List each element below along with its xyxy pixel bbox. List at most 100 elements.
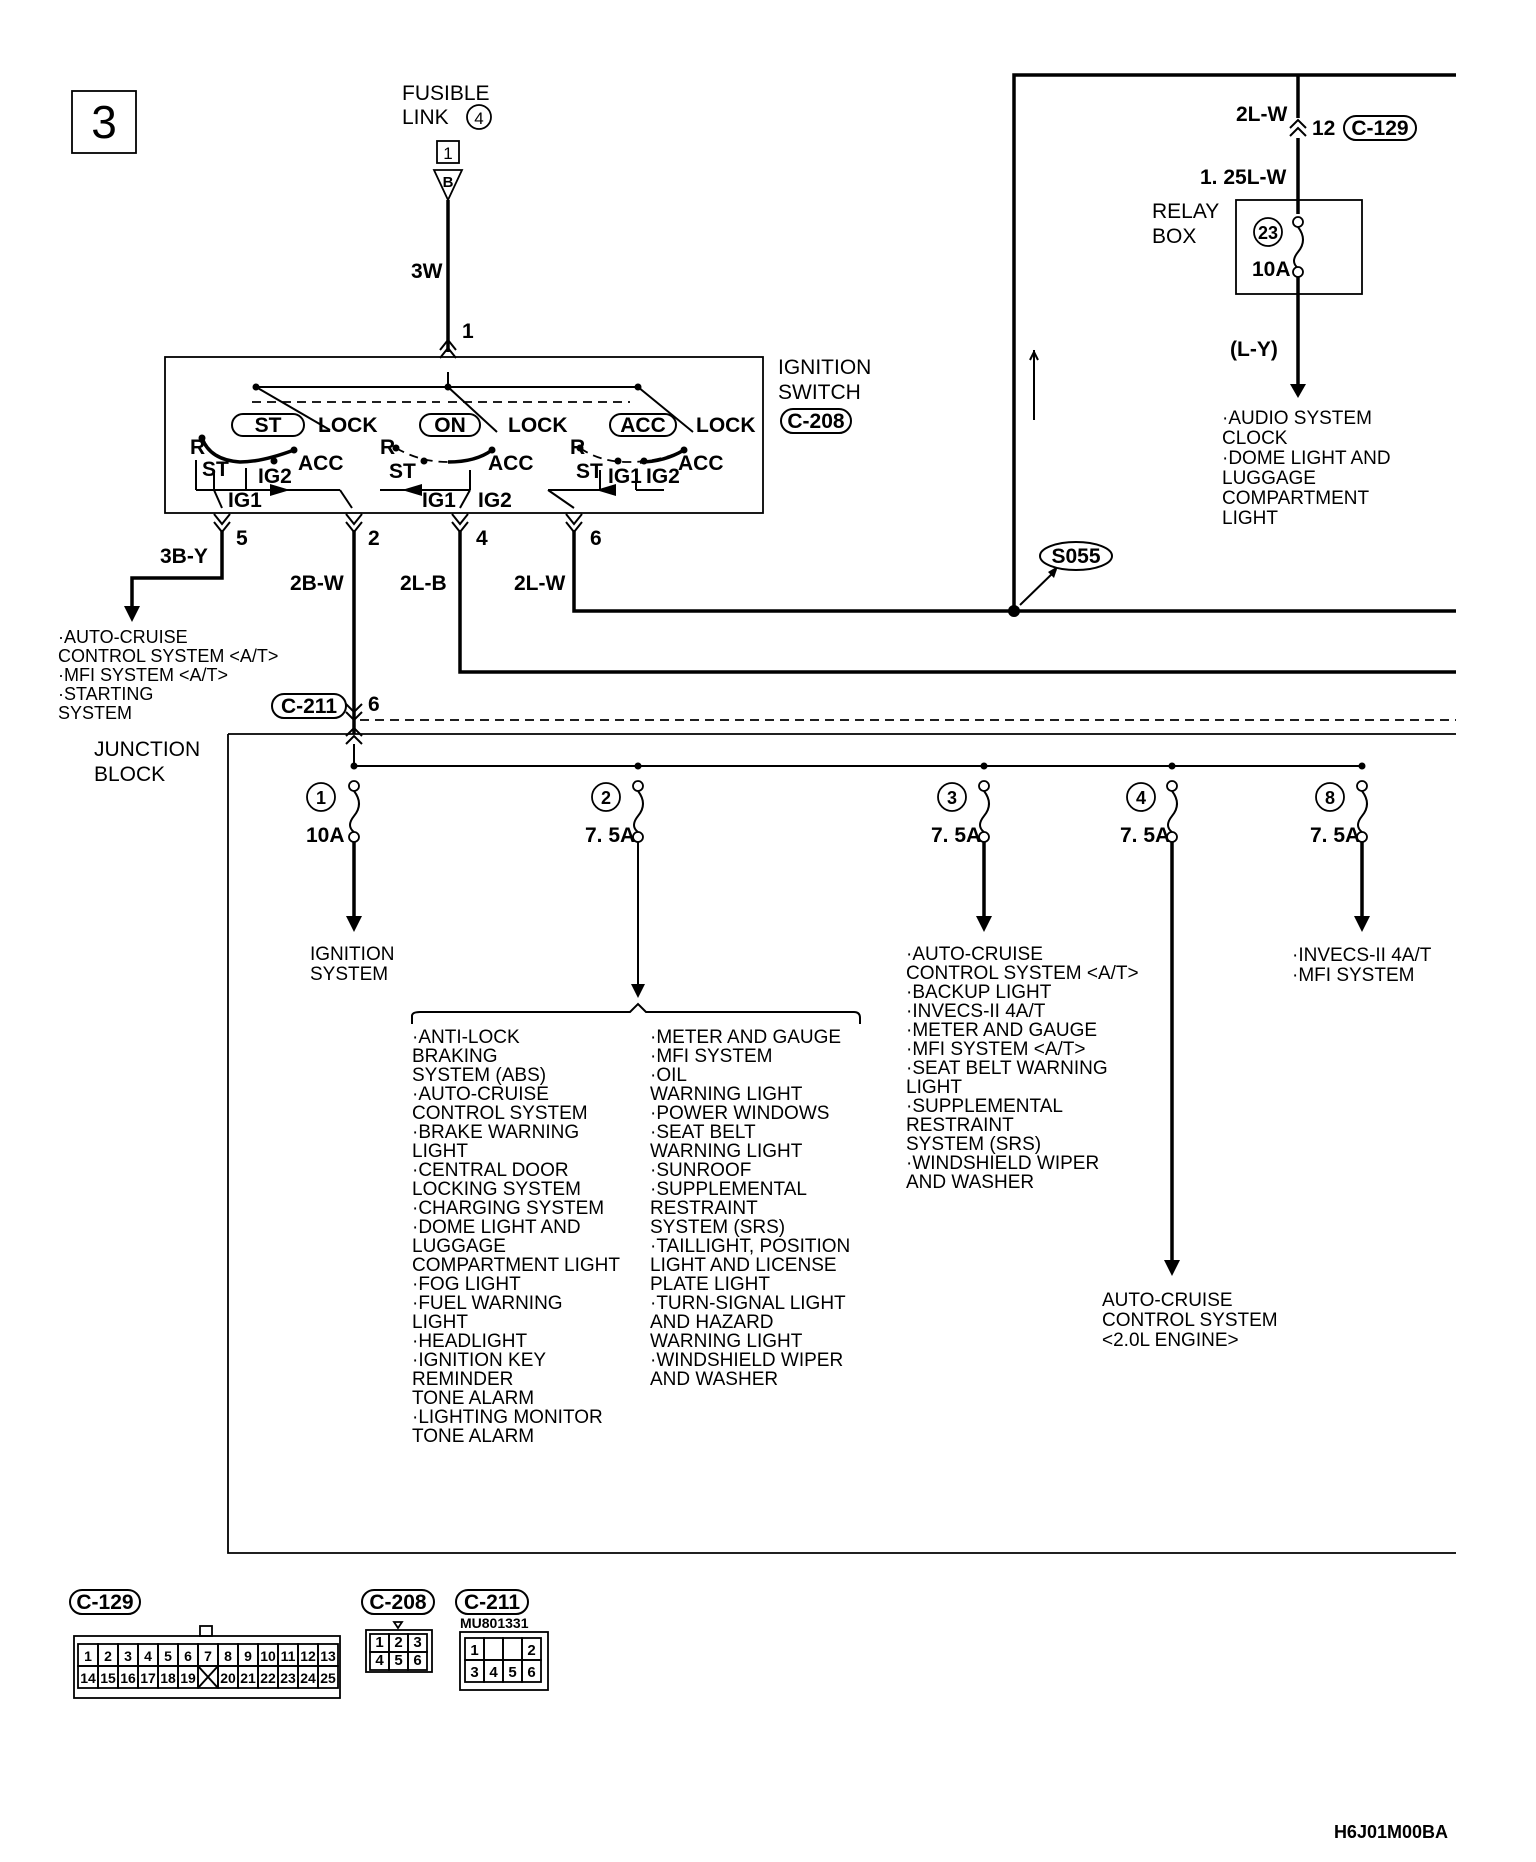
fuse-2-right-load: ·POWER WINDOWS (650, 1103, 829, 1124)
c129-pin-number: 19 (180, 1670, 196, 1686)
fuse-2-left-load: REMINDER (412, 1369, 513, 1390)
fuse-2-right-load: ·TAILLIGHT, POSITION (650, 1236, 850, 1257)
c211-cavity (521, 1659, 542, 1683)
c129-pin-number: 1 (84, 1648, 92, 1664)
fuse-4-loads: AUTO-CRUISE CONTROL SYSTEM <2.0L ENGINE> (1102, 1290, 1278, 1351)
wire-3b-y-label: 3B-Y (160, 545, 208, 568)
ignition-pin-6: 6 (590, 527, 602, 550)
c211-pin-number: 6 (527, 1664, 535, 1681)
fuse-2-right-load: ·MFI SYSTEM (650, 1046, 772, 1067)
fuse-2-right-load: LIGHT AND LICENSE (650, 1255, 837, 1276)
fuse-3-number: 3 (947, 788, 957, 808)
c208-pin-number: 2 (394, 1634, 402, 1651)
c129-pin-number: 12 (300, 1648, 316, 1664)
relay-connector: C-129 (1351, 117, 1408, 140)
fuse-2-left-load: LOCKING SYSTEM (412, 1179, 581, 1200)
fuse-2-right-load: ·SEAT BELT (650, 1122, 756, 1143)
section-number: 3 (91, 96, 117, 148)
fuse-8-loads: ·INVECS-II 4A/T ·MFI SYSTEM (1292, 945, 1432, 986)
wire-3b-y (130, 530, 224, 612)
position-lock-3: LOCK (696, 414, 756, 437)
c129-pin-number: 14 (80, 1670, 96, 1686)
fuse-3-load: SYSTEM (SRS) (906, 1134, 1041, 1155)
fuse-2-right-load: PLATE LIGHT (650, 1274, 770, 1295)
fuse-2-left-load: TONE ALARM (412, 1388, 534, 1409)
fuse-2-left-load: ·IGNITION KEY (412, 1350, 546, 1371)
contact-st-1: ST (202, 458, 229, 481)
fuse-3-load: ·SUPPLEMENTAL (906, 1096, 1063, 1117)
wire-3w-label: 3W (411, 260, 443, 283)
fuse-8-number: 8 (1325, 788, 1335, 808)
wire-125l-w-label: 1. 25L-W (1200, 166, 1287, 189)
position-acc: ACC (620, 414, 666, 437)
c208-pin-number: 4 (375, 1652, 384, 1669)
contact-acc-1: ACC (298, 452, 344, 475)
c129-pin-number: 5 (164, 1648, 172, 1664)
wire-2l-w-top-label: 2L-W (1236, 103, 1288, 126)
ignition-switch-connector: C-208 (787, 410, 845, 433)
c208-pin-number: 1 (375, 1634, 383, 1651)
fuse-2-left-load: ·LIGHTING MONITOR (412, 1407, 603, 1428)
junction-pin: 6 (368, 693, 380, 716)
connector-c208-label: C-208 (369, 1591, 427, 1614)
fuse-2-left-load: LUGGAGE (412, 1236, 506, 1257)
ignition-switch-title-2: SWITCH (778, 381, 861, 404)
fuse-2-left-load: COMPARTMENT LIGHT (412, 1255, 620, 1276)
contact-ig1-1: IG1 (228, 489, 262, 512)
junction-fuses: 1 10A 2 7. 5A 3 7. 5A 4 7. 5A (306, 762, 1370, 1276)
fuse-2-right-load: AND WASHER (650, 1369, 778, 1390)
c129-pin-number: 4 (144, 1648, 152, 1664)
fuse-2-left-load: ·ANTI-LOCK (412, 1027, 520, 1048)
fuse-1-number: 1 (316, 788, 326, 808)
c211-pin-number: 4 (489, 1664, 498, 1681)
wire-2l-w-label: 2L-W (514, 572, 566, 595)
relay-fuse-rating: 10A (1252, 258, 1291, 281)
splice-s055: S055 (1008, 541, 1113, 617)
figure-code: H6J01M00BA (1334, 1822, 1448, 1842)
fuse-2-left-load: ·FUEL WARNING (412, 1293, 563, 1314)
fuse-2-left-load: ·AUTO-CRUISE (412, 1084, 549, 1105)
c211-cavity (483, 1637, 504, 1661)
ignition-pin-5: 5 (236, 527, 248, 550)
fuse-2-right-load: ·METER AND GAUGE (650, 1027, 841, 1048)
c211-pin-number: 5 (508, 1664, 516, 1681)
fuse-3-load: LIGHT (906, 1077, 962, 1098)
fuse-2-right-load: SYSTEM (SRS) (650, 1217, 785, 1238)
ignition-pin-1: 1 (462, 320, 474, 343)
position-lock-1: LOCK (318, 414, 378, 437)
fusible-link-label-1: FUSIBLE (402, 82, 490, 105)
fuse-8-load: ·INVECS-II 4A/T (1292, 945, 1432, 966)
relay-load-5: COMPARTMENT (1222, 488, 1369, 509)
c129-pin-number: 7 (204, 1648, 212, 1664)
position-st: ST (255, 414, 282, 437)
relay-load-1: ·AUDIO SYSTEM (1222, 408, 1372, 429)
ignition-switch-outputs: 5 2 4 6 3B-Y 2B-W 2L-B 2L-W (124, 489, 1456, 734)
fuse-3-loads: ·AUTO-CRUISE CONTROL SYSTEM <A/T> ·BACKU… (906, 944, 1139, 1193)
c129-pin-number: 13 (320, 1648, 336, 1664)
contact-st-2: ST (389, 460, 416, 483)
fuse-2-left-load: ·CENTRAL DOOR (412, 1160, 569, 1181)
fuse-2-left-load: ·HEADLIGHT (412, 1331, 527, 1352)
ignition-switch: IGNITION SWITCH C-208 ST LOCK ON LOCK AC… (164, 356, 871, 514)
contact-ig1-3: IG1 (608, 465, 642, 488)
fuse-2-left-load: ·CHARGING SYSTEM (412, 1198, 604, 1219)
c129-pin-number: 23 (280, 1670, 296, 1686)
c211-pin-number: 3 (470, 1664, 478, 1681)
fusible-link-terminal: 1 (443, 144, 452, 163)
wire-2l-w (572, 530, 1456, 613)
contact-ig1-2: IG1 (422, 489, 456, 512)
c129-pin-number: 20 (220, 1670, 236, 1686)
fuse-8-rating: 7. 5A (1310, 824, 1360, 847)
fuse-4-load: <2.0L ENGINE> (1102, 1330, 1239, 1351)
relay-load-4: LUGGAGE (1222, 468, 1316, 489)
fuse-2-right-load: ·SUPPLEMENTAL (650, 1179, 807, 1200)
ig1-load-4: ·STARTING (58, 684, 153, 704)
c129-pin-number: 25 (320, 1670, 336, 1686)
c208-pin-number: 3 (413, 1634, 421, 1651)
c129-pin-number: 8 (224, 1648, 232, 1664)
wire-2l-b (458, 530, 1456, 674)
ig1-load-3: ·MFI SYSTEM <A/T> (58, 665, 228, 685)
